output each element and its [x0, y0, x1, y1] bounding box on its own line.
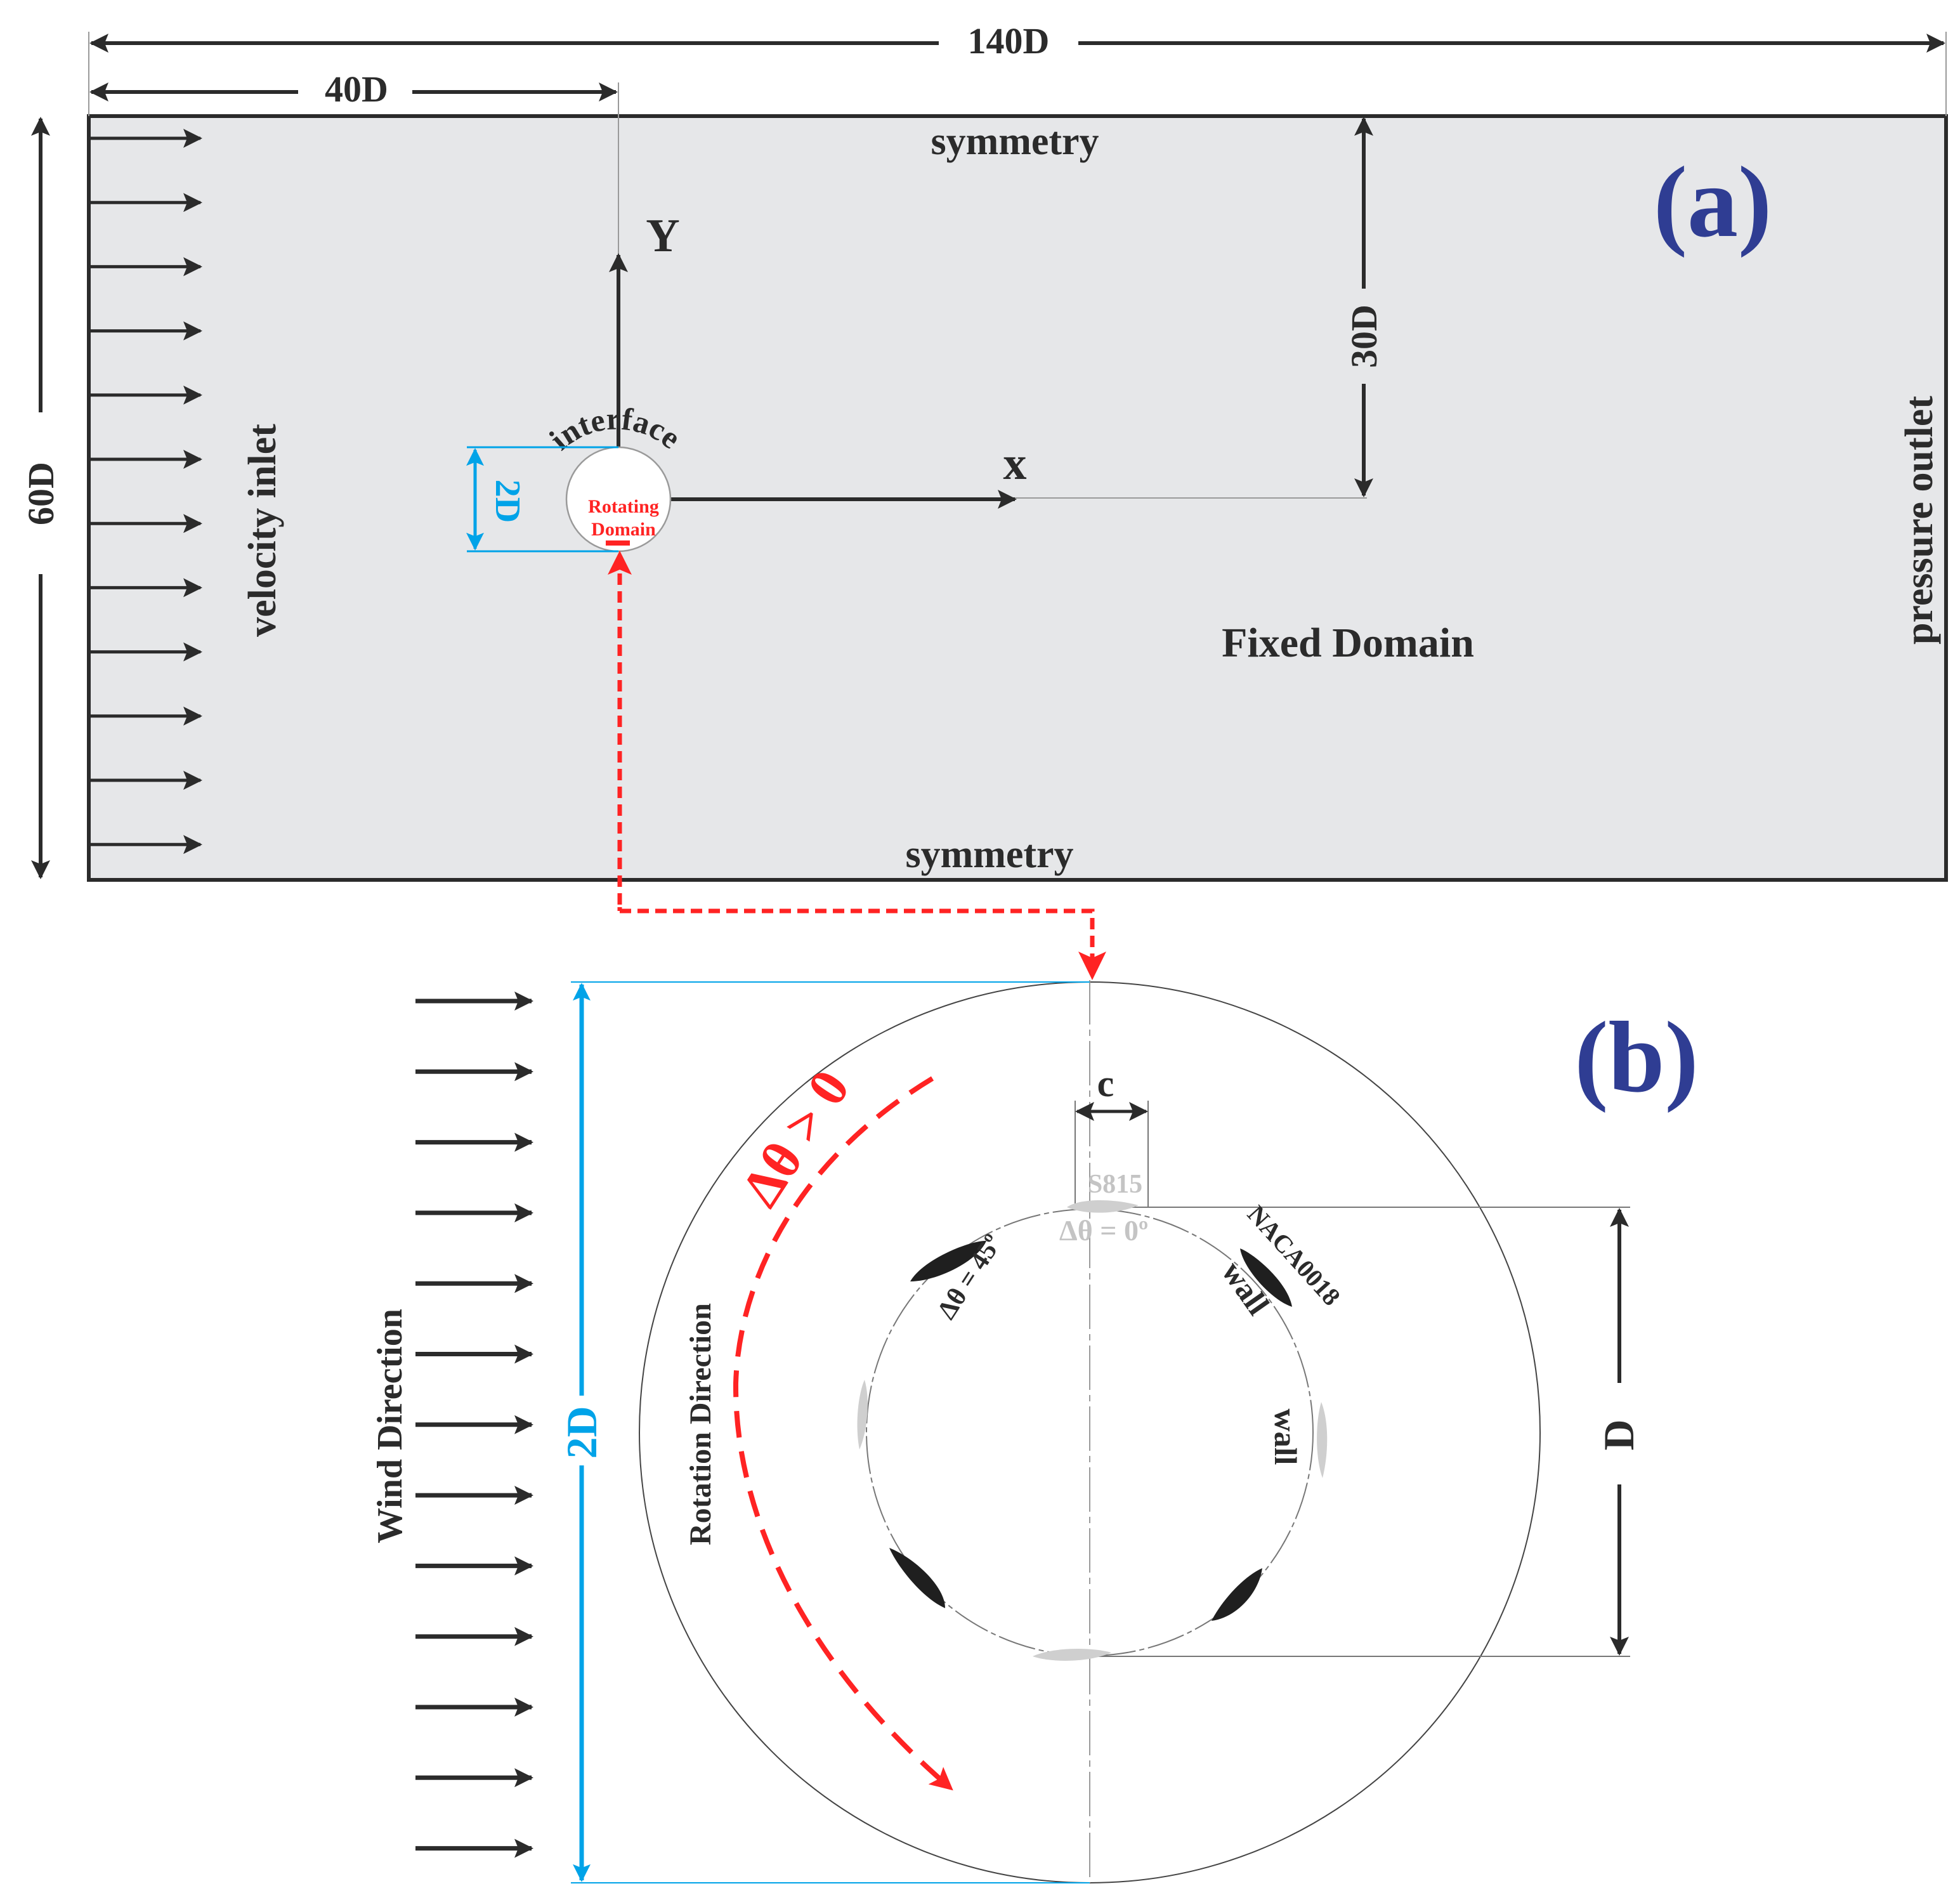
angle-zero-label: Δθ = 0º: [1059, 1214, 1148, 1247]
x-axis-label: x: [1003, 438, 1027, 490]
wind-direction-arrows: [415, 992, 533, 1858]
rotation-direction-label: Rotation Direction: [684, 1303, 717, 1545]
dim-2d-b-label-bg: [565, 1396, 599, 1465]
panel-b-label: (b): [1574, 1000, 1699, 1113]
dim-2d-a-label: 2D: [488, 480, 527, 523]
blade-right: [1317, 1402, 1328, 1478]
dim-c-label: c: [1097, 1063, 1114, 1104]
rotating-label-line1: Rotating: [588, 496, 659, 517]
top-symmetry-label: symmetry: [931, 120, 1099, 163]
dim-30d-label: 30D: [1343, 305, 1385, 368]
wall-label-right: wall: [1268, 1409, 1303, 1465]
blade-naca0018: [1240, 1248, 1292, 1307]
dim-140d-label: 140D: [968, 20, 1050, 62]
blade-top-left: [910, 1240, 986, 1281]
fixed-domain-label: Fixed Domain: [1222, 620, 1474, 666]
dim-d-label: D: [1595, 1419, 1643, 1450]
rotating-domain-marker: [606, 540, 630, 546]
zoom-connector-dashed: [617, 556, 1095, 973]
blade-left: [857, 1380, 868, 1450]
panel-a-label: (a): [1654, 145, 1772, 258]
blade-bottom-left: [889, 1548, 945, 1608]
bottom-symmetry-label: symmetry: [905, 833, 1073, 876]
wind-direction-label: Wind Direction: [370, 1309, 410, 1543]
y-axis-label: Y: [646, 210, 679, 262]
dim-60d-label: 60D: [20, 462, 62, 525]
connector-arrowhead-down: [1078, 952, 1106, 980]
blade-bottom-right: [1212, 1568, 1262, 1621]
turbine-blades: [857, 1200, 1328, 1661]
blade-s815-top: [1067, 1200, 1139, 1213]
panel-b: 2D D c S815 Δθ = 0º Δθ = 45º NACA0018 wa…: [370, 980, 1699, 1883]
pressure-outlet-label: pressure outlet: [1898, 396, 1941, 645]
dim-40d-label: 40D: [325, 69, 388, 110]
s815-label: S815: [1088, 1170, 1142, 1199]
rotating-label-line2: Domain: [591, 519, 656, 540]
inlet-velocity-arrows: [90, 129, 202, 855]
velocity-inlet-label: velocity inlet: [241, 424, 284, 637]
dim-2d-b-label: 2D: [558, 1406, 606, 1458]
connector-arrowhead-up: [608, 551, 632, 575]
panel-a: 140D 40D 60D symmetry symmetry velocity …: [20, 20, 1948, 882]
wall-label-top: wall: [1215, 1255, 1276, 1321]
rotation-direction-arc: [733, 1076, 953, 1791]
blade-bottom: [1033, 1649, 1111, 1661]
